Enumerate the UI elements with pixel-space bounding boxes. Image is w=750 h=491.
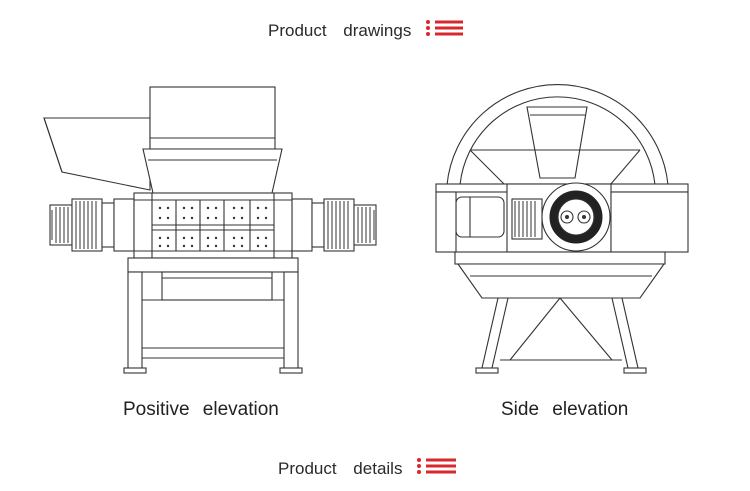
hopper-box (149, 86, 276, 150)
caption-positive-elevation: Positive elevation (123, 399, 279, 420)
menu-lines-icon (416, 456, 458, 481)
side-base-frame (456, 263, 666, 299)
frame-leg-left (127, 271, 143, 373)
menu-lines-icon (425, 18, 465, 43)
section-title: Product details (278, 458, 403, 478)
frame-top-plate (127, 257, 299, 273)
side-elevation-drawing (435, 83, 689, 374)
hopper-funnel (142, 148, 283, 194)
left-motor (49, 198, 135, 252)
feed-chute-plate (43, 117, 151, 191)
side-hopper (526, 106, 588, 179)
cutter-grid (151, 193, 275, 258)
positive-elevation-drawing (43, 86, 377, 374)
section-heading-product-details: Product details (278, 456, 458, 481)
caption-side-elevation: Side elevation (501, 399, 629, 420)
side-motor (455, 196, 505, 238)
flywheel-arch (446, 83, 669, 186)
frame-leg-right (283, 271, 299, 373)
right-motor (291, 198, 377, 252)
section-heading-product-drawings: Product drawings (268, 18, 465, 43)
section-title: Product drawings (268, 20, 412, 40)
